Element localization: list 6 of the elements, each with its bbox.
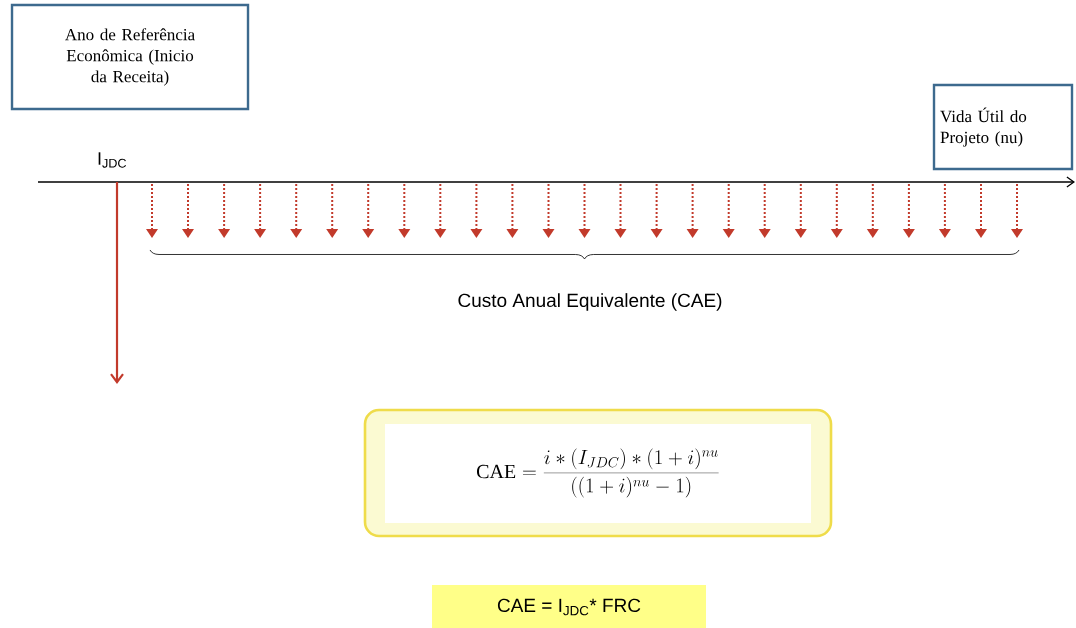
brace-label: Custo Anual Equivalente (CAE) — [458, 293, 722, 311]
label-box: Vida Útil do Projeto (nu) — [932, 83, 1074, 171]
highlighted-formula: CAE = I$_{JDC}$* FRC — [432, 585, 706, 628]
label-box: Ano de Referência Econômica (Inicio da Receita) — [10, 3, 250, 111]
formula-box: $\mathrm{CAE} = \frac{i*\left(I_{JDC}\right)*(1+i)^{nu}}{((1+i)^{nu}-1)}$ — [363, 408, 833, 538]
axis-label: I$_{JDC}$ — [98, 152, 126, 168]
